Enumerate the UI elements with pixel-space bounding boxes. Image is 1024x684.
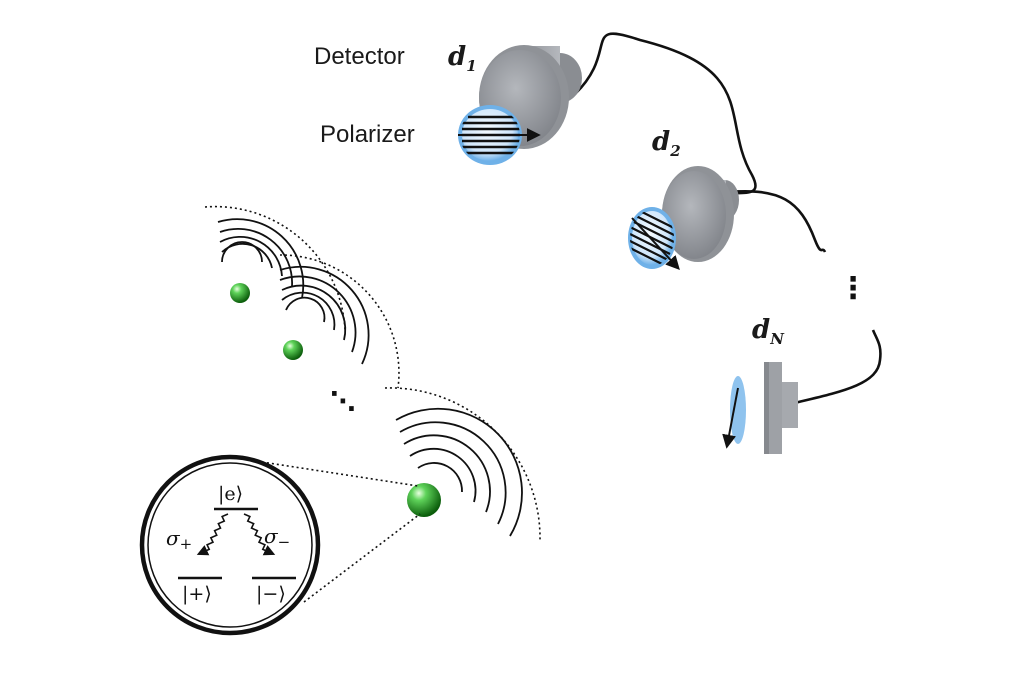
detector-ellipsis: ⋮ <box>838 271 868 306</box>
dN-label: dN <box>752 315 785 348</box>
atom-1-group <box>204 205 346 331</box>
atom-2-wavefronts <box>279 265 370 365</box>
inset-circle-inner <box>147 462 313 628</box>
d1-label: d1 <box>448 42 477 75</box>
level-diagram-inset: |e⟩ |+⟩ |−⟩ σ+ σ− <box>139 454 421 636</box>
excited-state-label: |e⟩ <box>218 483 243 505</box>
detector-d1: Detector d1 Polarizer <box>314 32 757 197</box>
polarizer-1 <box>458 105 541 165</box>
cable-d2 <box>727 190 827 253</box>
atom-2-group <box>279 254 400 389</box>
atom-2-dotted-front <box>279 254 400 389</box>
atom-N-wavefronts <box>395 407 523 537</box>
zoom-line-bottom <box>303 513 421 603</box>
atom-1-wavefronts <box>217 218 305 299</box>
polarizer-1-grating <box>462 115 520 155</box>
atom-2 <box>283 340 303 360</box>
zoom-line-top <box>261 461 419 487</box>
cable-d1 <box>574 32 757 197</box>
polarizer-N-glass <box>730 376 746 444</box>
atoms-ellipsis: ⋱ <box>330 387 356 417</box>
ground-minus-label: |−⟩ <box>256 583 286 605</box>
detector-d2-face <box>662 171 726 259</box>
atom-1 <box>230 283 250 303</box>
polarizer-N <box>722 376 746 449</box>
sigma-plus-decay <box>196 513 229 556</box>
d2-label: d2 <box>652 127 681 160</box>
sigma-plus-label: σ+ <box>166 526 192 553</box>
ground-plus-label: |+⟩ <box>182 583 212 605</box>
sigma-minus-decay <box>243 513 276 556</box>
polarizer-2 <box>628 207 680 271</box>
detector-d2: d2 <box>628 127 827 271</box>
sigma-minus-label: σ− <box>264 524 290 551</box>
polarizer-2-axis-arrow <box>631 217 680 271</box>
detector-dN: dN <box>722 315 882 454</box>
polarizer-label: Polarizer <box>320 121 415 148</box>
atom-N <box>407 483 441 517</box>
detector-label: Detector <box>314 43 405 70</box>
polarizer-N-axis-arrow <box>722 387 739 449</box>
detector-dN-body <box>780 382 798 428</box>
atom-N-dotted-front <box>384 387 541 541</box>
inset-circle-outer <box>139 454 321 636</box>
atom-N-group <box>384 387 541 541</box>
cable-dN <box>789 329 882 406</box>
